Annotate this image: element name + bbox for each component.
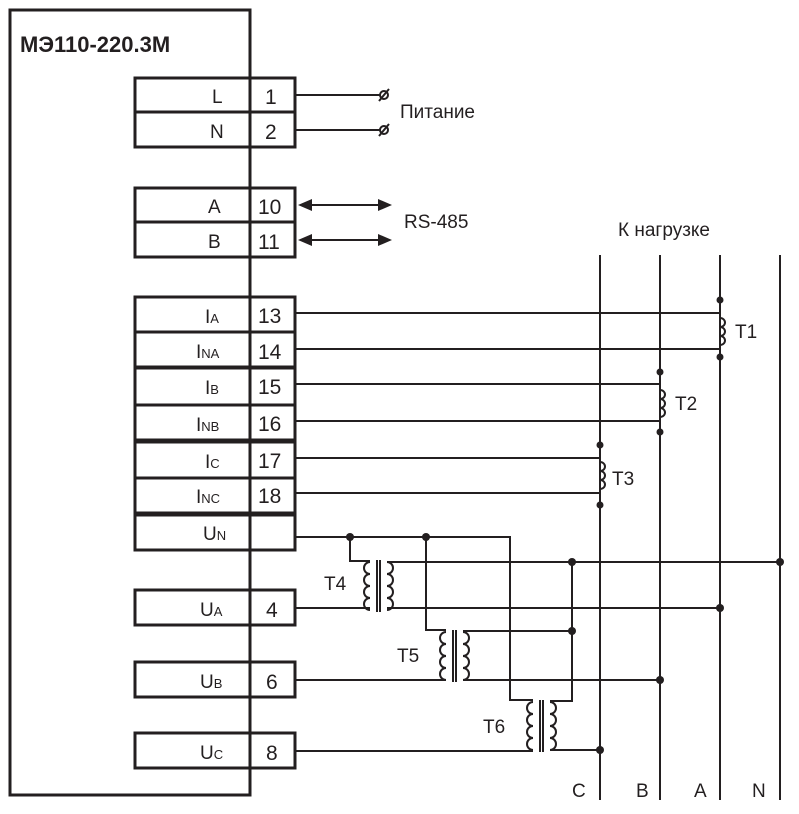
svg-text:13: 13	[258, 305, 281, 328]
svg-text:10: 10	[258, 196, 281, 219]
t3-label: T3	[612, 469, 634, 490]
svg-text:6: 6	[266, 671, 278, 694]
t6-label: T6	[483, 717, 505, 738]
svg-text:INA: INA	[196, 342, 220, 363]
svg-text:1: 1	[265, 86, 277, 109]
svg-text:IA: IA	[205, 307, 219, 328]
phase-a: A	[694, 781, 707, 802]
svg-text:16: 16	[258, 413, 281, 436]
svg-text:IC: IC	[205, 452, 220, 473]
current-transformers: T1 T2 T3	[295, 296, 757, 509]
svg-text:N: N	[210, 122, 224, 143]
terminal-block-voltage: UA 4 UB 6 UC 8	[133, 588, 297, 770]
voltage-transformers: T4 T5 T6	[295, 533, 784, 754]
svg-text:UN: UN	[203, 524, 226, 545]
terminal-block-power: L 1 N 2	[133, 76, 297, 149]
load-label: К нагрузке	[618, 220, 710, 241]
svg-text:INC: INC	[196, 487, 220, 508]
t4-label: T4	[324, 574, 347, 595]
power-wires: Питание	[295, 88, 475, 137]
t2-label: T2	[675, 394, 697, 415]
terminal-block-rs485: A 10 B 11	[133, 186, 297, 259]
svg-text:UC: UC	[200, 743, 223, 764]
phase-b: B	[636, 781, 649, 802]
svg-text:B: B	[208, 232, 221, 253]
rs485-label: RS-485	[404, 212, 468, 233]
phase-c: C	[572, 781, 586, 802]
svg-text:14: 14	[258, 341, 282, 364]
svg-text:INB: INB	[196, 415, 219, 436]
svg-text:18: 18	[258, 485, 281, 508]
device-title: МЭ110-220.3М	[20, 32, 170, 57]
svg-text:A: A	[208, 197, 221, 218]
t5-label: T5	[397, 646, 419, 667]
svg-text:2: 2	[265, 121, 277, 144]
svg-text:L: L	[212, 87, 223, 108]
load-lines: К нагрузке C B A N	[572, 220, 781, 802]
svg-text:UA: UA	[200, 600, 223, 621]
t1-label: T1	[735, 322, 757, 343]
svg-text:8: 8	[266, 742, 278, 765]
power-label: Питание	[400, 102, 475, 123]
svg-text:11: 11	[258, 231, 280, 254]
terminal-block-current: IA 13 INA 14 IB 15 INB 16 IC 17 INC 18 U…	[133, 295, 297, 552]
svg-text:17: 17	[258, 450, 281, 473]
svg-text:15: 15	[258, 376, 281, 399]
phase-n: N	[752, 781, 766, 802]
svg-text:IB: IB	[205, 378, 219, 399]
svg-text:UB: UB	[200, 672, 222, 693]
rs485-arrows: RS-485	[298, 199, 468, 246]
svg-text:4: 4	[266, 599, 278, 622]
